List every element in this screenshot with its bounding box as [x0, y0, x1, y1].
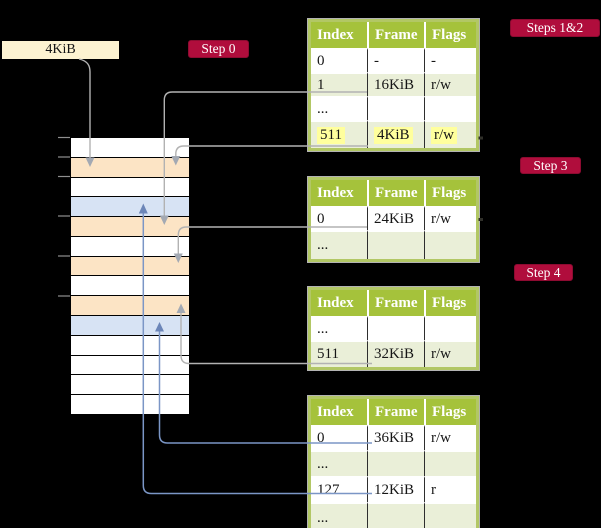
- page-table-step-4: Index Frame Flags ... 511 32KiB r/w: [307, 286, 480, 371]
- page-table-step-3: Index Frame Flags 0 24KiB r/w ...: [307, 176, 480, 263]
- table-cell: 0: [311, 48, 367, 72]
- table-cell: [424, 96, 476, 120]
- memory-frame-6: [71, 236, 189, 257]
- table-cell: 511: [311, 340, 367, 367]
- table-cell: ...: [311, 316, 367, 340]
- table-cell: 0: [311, 206, 367, 230]
- memory-frame-7: [71, 256, 189, 277]
- memory-frame-11: [71, 335, 189, 356]
- page-table-steps-1-2: Index Frame Flags 0 - - 1 16KiB r/w ... …: [307, 18, 480, 152]
- table-cell: [367, 316, 424, 340]
- column-header: Index: [311, 180, 367, 206]
- column-header: Index: [311, 399, 367, 425]
- memory-frame-2: [71, 157, 189, 178]
- column-header: Index: [311, 290, 367, 316]
- table-cell: ...: [311, 96, 367, 120]
- table-cell: 16KiB: [367, 72, 424, 96]
- frame-size-label: 4KiB: [2, 41, 119, 59]
- table-cell: r/w: [424, 340, 476, 367]
- memory-frame-4: [71, 197, 189, 218]
- table-cell: r/w: [424, 206, 476, 230]
- table-cell: 1: [311, 72, 367, 96]
- table-cell: -: [424, 48, 476, 72]
- column-header: Flags: [424, 22, 476, 48]
- memory-frame-5: [71, 217, 189, 237]
- column-header: Flags: [424, 290, 476, 316]
- table-cell-highlighted: 4KiB: [367, 120, 424, 148]
- column-header: Frame: [367, 180, 424, 206]
- memory-frame-13: [71, 375, 189, 396]
- table-cell: r: [424, 476, 476, 502]
- memory-frame-9: [71, 296, 189, 317]
- table-cell: r/w: [424, 72, 476, 96]
- table-cell: 0: [311, 425, 367, 450]
- table-cell-highlighted: r/w: [424, 120, 476, 148]
- table-cell: [424, 450, 476, 476]
- address-tick-marks: [58, 136, 70, 297]
- table-cell: [367, 450, 424, 476]
- table-cell: [367, 230, 424, 259]
- stub-marks: [478, 136, 483, 221]
- column-header: Frame: [367, 290, 424, 316]
- memory-frame-1: [71, 138, 189, 158]
- memory-frame-3: [71, 177, 189, 198]
- table-cell: 36KiB: [367, 425, 424, 450]
- memory-frame-12: [71, 355, 189, 376]
- badge-step-3: Step 3: [520, 157, 581, 174]
- memory-frame-8: [71, 276, 189, 297]
- table-cell: ...: [311, 230, 367, 259]
- page-table-leaf: Index Frame Flags 0 36KiB r/w ... 127 12…: [307, 395, 480, 528]
- memory-frame-14: [71, 395, 189, 414]
- table-cell: [367, 96, 424, 120]
- column-header: Index: [311, 22, 367, 48]
- badge-step-0: Step 0: [188, 40, 249, 58]
- table-cell: [367, 502, 424, 528]
- memory-frame-10: [71, 316, 189, 336]
- column-header: Frame: [367, 22, 424, 48]
- table-cell: ...: [311, 450, 367, 476]
- physical-memory-column: [70, 137, 190, 415]
- column-header: Flags: [424, 399, 476, 425]
- column-header: Frame: [367, 399, 424, 425]
- badge-step-4: Step 4: [514, 264, 573, 281]
- table-cell: 12KiB: [367, 476, 424, 502]
- table-cell: r/w: [424, 425, 476, 450]
- table-cell: 127: [311, 476, 367, 502]
- table-cell: 24KiB: [367, 206, 424, 230]
- table-cell: [424, 230, 476, 259]
- column-header: Flags: [424, 180, 476, 206]
- table-cell: -: [367, 48, 424, 72]
- table-cell: ...: [311, 502, 367, 528]
- table-cell: [424, 316, 476, 340]
- badge-steps-1-2: Steps 1&2: [510, 19, 600, 37]
- table-cell: [424, 502, 476, 528]
- table-cell-highlighted: 511: [311, 120, 367, 148]
- table-cell: 32KiB: [367, 340, 424, 367]
